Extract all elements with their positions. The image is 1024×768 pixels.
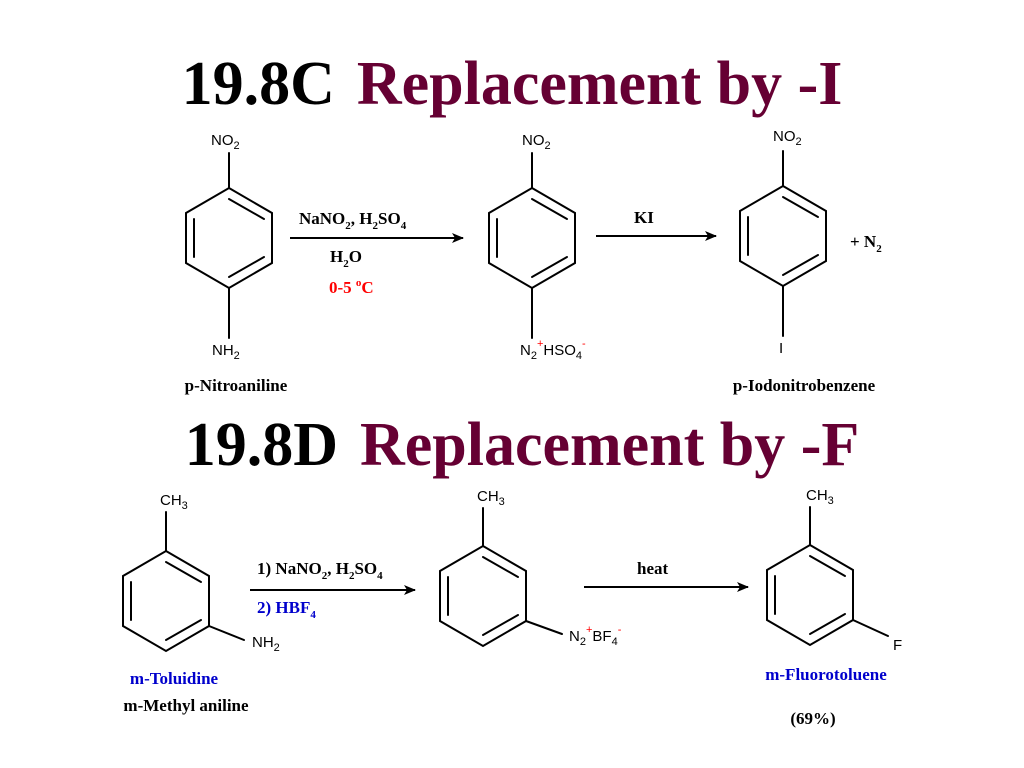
yield-label: (69%) <box>790 709 835 728</box>
section-d-heading: 19.8D Replacement by -F <box>185 411 860 479</box>
product-name-d: m-Fluorotoluene <box>765 665 887 684</box>
benzene-ring-diazonium-c <box>488 152 576 339</box>
product-name-c: p-Iodonitrobenzene <box>733 376 876 395</box>
section-c-heading: 19.8C Replacement by -I <box>182 50 843 118</box>
reagent-d1-line1: 1) NaNO2, H2SO4 <box>257 559 383 582</box>
benzene-ring-diazonium-d <box>439 507 563 648</box>
ch3-label-reactant-d: CH3 <box>160 492 188 512</box>
reagent-c1-line1: NaNO2, H2SO4 <box>299 209 407 232</box>
fluorine-label: F <box>893 637 902 654</box>
diazonium-label-c: N2+HSO4- <box>520 338 586 362</box>
n2-byproduct: + N2 <box>850 232 882 255</box>
ch3-label-intermediate-d: CH3 <box>477 488 505 508</box>
section-c-number: 19.8C <box>182 50 335 118</box>
no2-label-intermediate-c: NO2 <box>522 132 551 152</box>
section-c-title: Replacement by -I <box>357 50 843 118</box>
benzene-ring-p-iodonitrobenzene <box>739 150 827 337</box>
nh2-label-reactant-d: NH2 <box>252 634 280 654</box>
benzene-ring-m-fluorotoluene <box>766 506 889 647</box>
ch3-label-product-d: CH3 <box>806 487 834 507</box>
temperature-label: 0-5 oC <box>329 277 374 297</box>
reactant-name-d: m-Toluidine <box>130 669 219 688</box>
section-d-number: 19.8D <box>185 411 338 479</box>
reagent-ki: KI <box>634 208 654 227</box>
benzene-ring-m-toluidine <box>122 511 245 653</box>
no2-label-product-c: NO2 <box>773 128 802 148</box>
iodine-label: I <box>779 340 783 357</box>
reagent-heat: heat <box>637 559 669 578</box>
no2-label-reactant-c: NO2 <box>211 132 240 152</box>
benzene-ring-p-nitroaniline <box>185 152 273 339</box>
reagent-d1-line2: 2) HBF4 <box>257 598 316 621</box>
section-d-title: Replacement by -F <box>360 411 859 479</box>
nh2-label-reactant-c: NH2 <box>212 342 240 362</box>
reagent-c1-line2: H2O <box>330 247 362 270</box>
reactant-name-c: p-Nitroaniline <box>185 376 288 395</box>
reactant-alt-name-d: m-Methyl aniline <box>123 696 249 715</box>
diazonium-label-d: N2+BF4- <box>569 624 622 648</box>
